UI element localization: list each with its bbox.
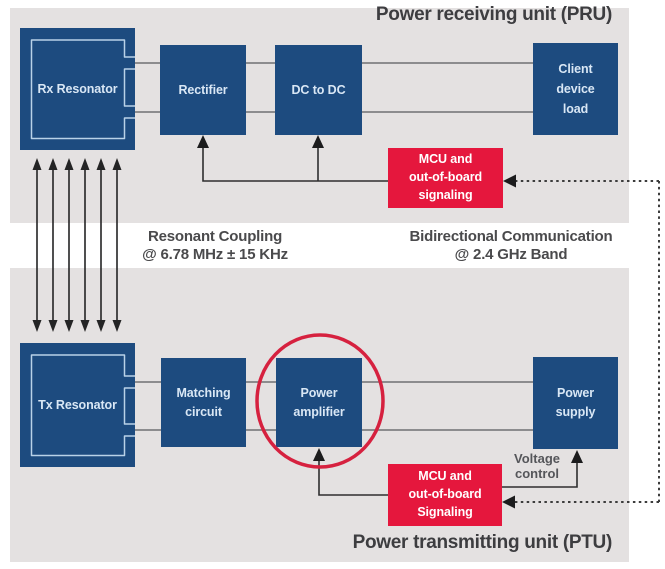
ptu-mcu-signaling-label: MCU and out-of-board Signaling bbox=[408, 469, 482, 519]
ptu-mcu-signaling-block: MCU and out-of-board Signaling bbox=[388, 464, 502, 526]
matching-circuit-block: Matching circuit bbox=[161, 358, 246, 447]
power-amplifier-block: Power amplifier bbox=[276, 358, 362, 447]
client-device-load-block: Client device load bbox=[533, 43, 618, 135]
rx-resonator-label: Rx Resonator bbox=[37, 81, 118, 96]
dc-to-dc-label: DC to DC bbox=[291, 82, 346, 97]
pru-mcu-signaling-block: MCU and out-of-board signaling bbox=[388, 148, 503, 208]
rectifier-label: Rectifier bbox=[178, 82, 228, 97]
voltage-control-label: Voltage control bbox=[514, 451, 560, 481]
matching-circuit-label: Matching circuit bbox=[176, 385, 231, 419]
ptu-section-title: Power transmitting unit (PTU) bbox=[352, 532, 613, 553]
tx-resonator-label: Tx Resonator bbox=[38, 397, 117, 412]
resonant-coupling-caption: Resonant Coupling @ 6.78 MHz ± 15 KHz bbox=[142, 228, 288, 263]
rectifier-block: Rectifier bbox=[160, 45, 246, 135]
power-amplifier-label: Power amplifier bbox=[293, 385, 345, 419]
client-device-load-label: Client device load bbox=[556, 61, 595, 117]
pru-mcu-signaling-label: MCU and out-of-board signaling bbox=[408, 152, 483, 202]
rx-resonator-block: Rx Resonator bbox=[20, 28, 135, 150]
dc-to-dc-block: DC to DC bbox=[275, 45, 362, 135]
pru-section-title: Power receiving unit (PRU) bbox=[375, 4, 612, 25]
tx-resonator-block: Tx Resonator bbox=[20, 343, 135, 467]
power-supply-label: Power supply bbox=[555, 386, 596, 419]
bidirectional-communication-caption: Bidirectional Communication @ 2.4 GHz Ba… bbox=[409, 228, 613, 263]
power-supply-block: Power supply bbox=[533, 357, 618, 449]
